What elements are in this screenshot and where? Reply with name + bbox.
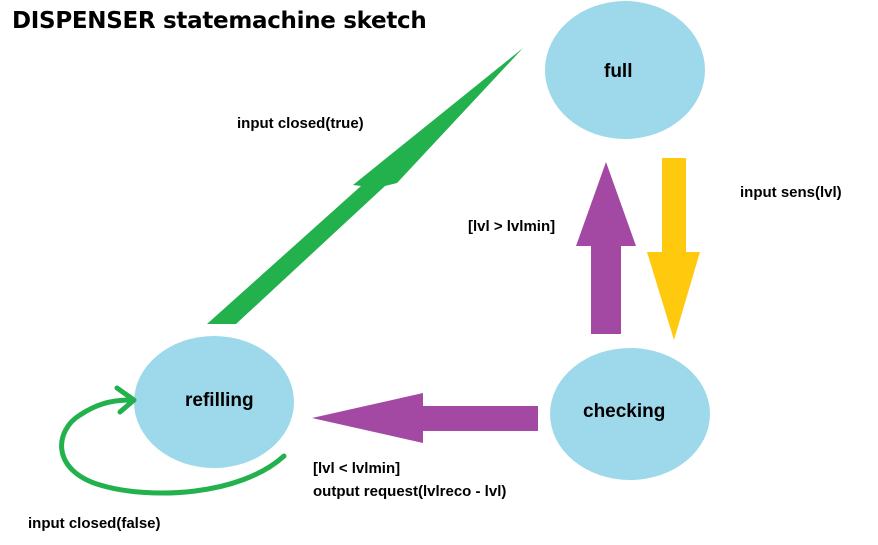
transition-full-to-checking-arrow [647, 158, 700, 340]
transition-checking-to-full-arrow [576, 162, 636, 334]
self-loop-arrowhead [114, 385, 137, 415]
state-refilling-node[interactable] [134, 336, 294, 468]
state-checking-label: checking [583, 401, 666, 422]
state-full-node[interactable] [545, 1, 705, 139]
state-full-label: full [604, 61, 633, 82]
label-checking-to-full-guard: [lvl > lvlmin] [468, 218, 556, 235]
label-refilling-to-full: input closed(true) [237, 115, 364, 132]
state-checking-node[interactable] [550, 348, 710, 480]
transition-checking-to-refilling-arrow [312, 393, 538, 443]
label-full-to-checking: input sens(lvl) [740, 184, 842, 201]
state-refilling-label: refilling [185, 390, 254, 411]
label-refilling-self: input closed(false) [28, 515, 161, 532]
transition-refilling-to-full-arrow [207, 48, 523, 324]
diagram-title: DISPENSER statemachine sketch [12, 8, 427, 34]
label-checking-to-refilling-action: output request(lvlreco - lvl) [313, 483, 507, 500]
transition-refilling-self-loop [59, 397, 287, 496]
label-checking-to-refilling-guard: [lvl < lvlmin] [313, 460, 401, 477]
